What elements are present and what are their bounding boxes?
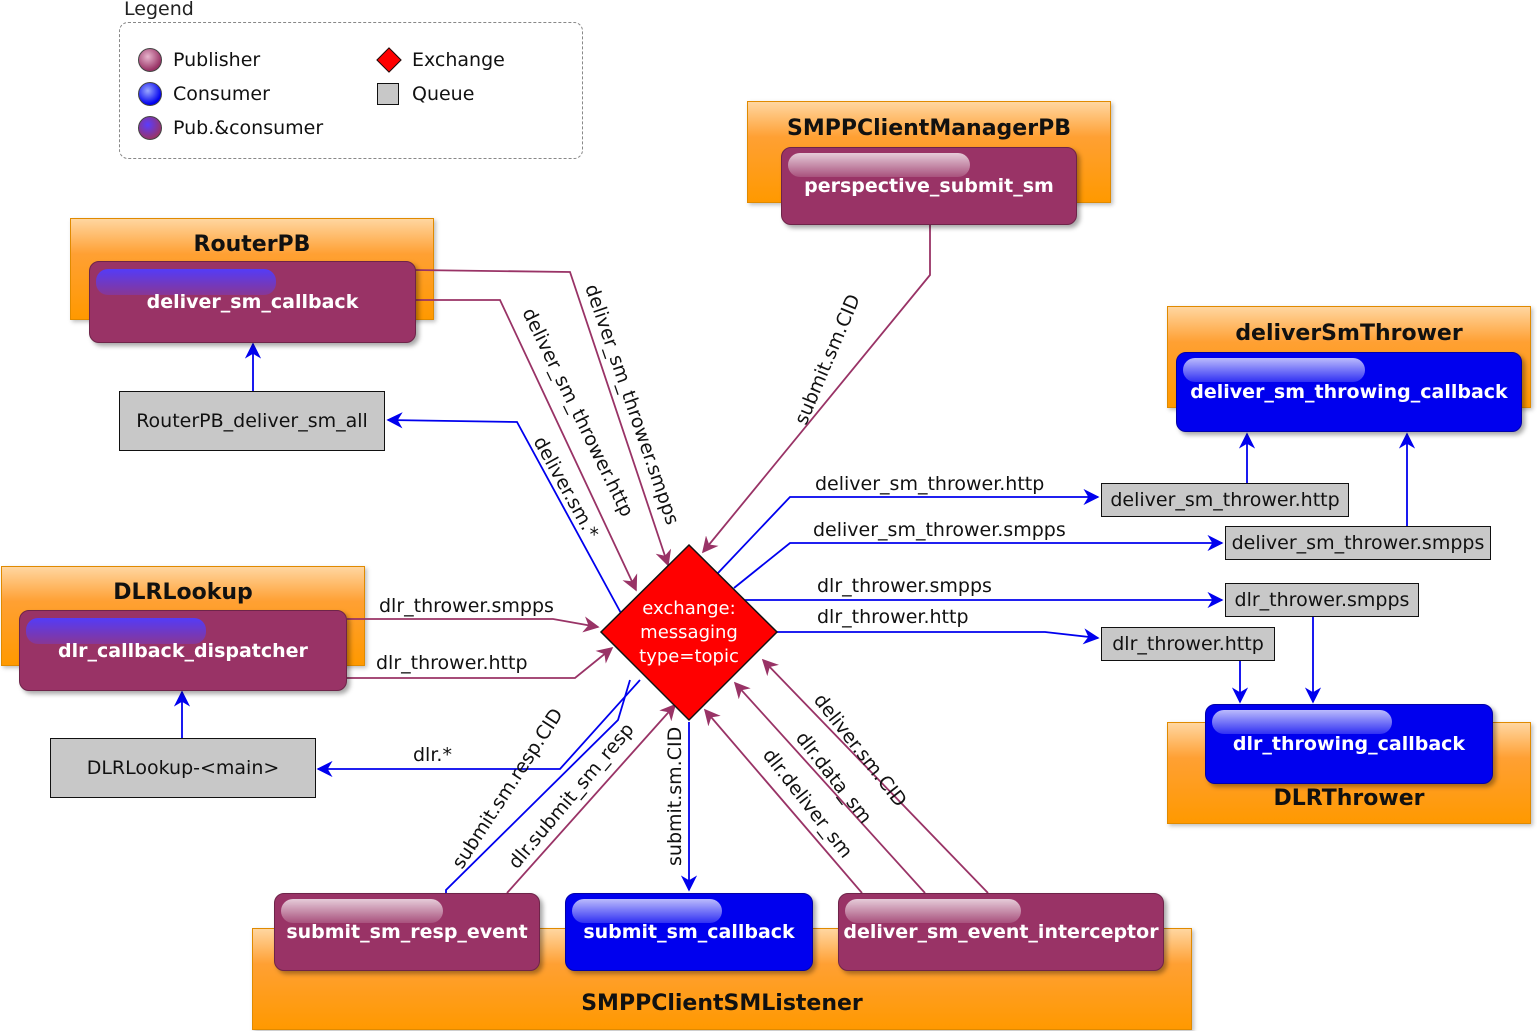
edge-dlr-thrower-smpps-left: [347, 616, 600, 633]
component-submit-sm-resp-event[interactable]: submit_sm_resp_event: [274, 893, 540, 971]
group-title: deliverSmThrower: [1235, 321, 1463, 346]
component-dlr-callback-dispatcher[interactable]: dlr_callback_dispatcher: [19, 610, 347, 691]
exchange-label-line1: exchange:: [642, 598, 736, 619]
component-label: dlr_callback_dispatcher: [58, 639, 308, 662]
edge-deliver-sm-thrower-smpps: [413, 269, 672, 567]
group-title: DLRThrower: [1273, 786, 1425, 811]
component-label: perspective_submit_sm: [804, 175, 1054, 197]
edge-submit-sm-resp-cid: [445, 679, 631, 893]
edge-label: submit.sm.CID: [790, 291, 865, 428]
edge-dlr-thrower-http-right: [770, 628, 1100, 645]
edge-label: dlr_thrower.smpps: [379, 595, 554, 617]
edge-deliver-sm-thrower-http: [414, 299, 638, 592]
component-perspective-submit-sm[interactable]: perspective_submit_sm: [781, 147, 1077, 225]
group-title: SMPPClientSMListener: [581, 991, 863, 1016]
component-dlr-throwing-callback[interactable]: dlr_throwing_callback: [1205, 704, 1493, 784]
exchange-label-line3: type=topic: [639, 646, 739, 667]
component-deliver-sm-event-interceptor[interactable]: deliver_sm_event_interceptor: [838, 893, 1164, 971]
legend-queue-label: Queue: [412, 83, 475, 105]
edge-label: dlr_thrower.smpps: [817, 575, 992, 597]
edge-label: dlr_thrower.http: [817, 606, 969, 628]
queue-router-pb-deliver-sm-all[interactable]: RouterPB_deliver_sm_all: [119, 391, 385, 451]
component-label: submit_sm_callback: [583, 921, 795, 943]
group-title: RouterPB: [193, 232, 311, 257]
edge-dlr-data-sm: [733, 681, 926, 894]
exchange-label-line2: messaging: [640, 622, 738, 643]
legend-consumer-label: Consumer: [173, 83, 270, 105]
exchange-diamond: [599, 543, 779, 722]
legend: [119, 22, 583, 159]
component-label: deliver_sm_event_interceptor: [843, 921, 1159, 943]
legend-exchange-label: Exchange: [412, 49, 505, 71]
queue-deliver-sm-thrower-smpps[interactable]: deliver_sm_thrower.smpps: [1225, 526, 1491, 560]
legend-consumer-swatch: [138, 82, 162, 106]
component-label: deliver_sm_callback: [146, 291, 359, 313]
queue-dlr-thrower-http[interactable]: dlr_thrower.http: [1101, 627, 1275, 661]
edge-label: deliver_sm_thrower.smpps: [813, 519, 1066, 541]
group-title: SMPPClientManagerPB: [787, 116, 1071, 141]
exchange-label: exchange: messaging type=topic: [614, 597, 764, 669]
edge-deliver-sm-cid: [761, 658, 989, 894]
edge-dlr-submit-sm-resp: [506, 703, 677, 894]
legend-publisher-label: Publisher: [173, 49, 261, 71]
edge-deliver-sm-thrower-smpps-right: [733, 534, 1224, 589]
legend-pubconsumer-label: Pub.&consumer: [173, 117, 324, 139]
queue-dlr-thrower-smpps[interactable]: dlr_thrower.smpps: [1225, 583, 1419, 617]
edge-submit-sm-cid-top: [701, 225, 931, 554]
legend-title: Legend: [124, 0, 194, 20]
component-submit-sm-callback[interactable]: submit_sm_callback: [565, 893, 813, 971]
legend-queue-swatch: [377, 83, 399, 105]
legend-pubconsumer-swatch: [138, 116, 162, 140]
legend-publisher-swatch: [138, 48, 162, 72]
component-label: deliver_sm_throwing_callback: [1190, 381, 1508, 403]
edge-dlr-star: [316, 679, 641, 778]
queue-dlr-lookup-main[interactable]: DLRLookup-<main>: [50, 738, 316, 798]
edge-label: dlr_thrower.http: [376, 652, 528, 674]
edge-label: deliver_sm_thrower.smpps: [580, 281, 683, 527]
queue-deliver-sm-thrower-http[interactable]: deliver_sm_thrower.http: [1101, 483, 1349, 517]
component-label: submit_sm_resp_event: [286, 921, 528, 943]
edge-dlr-deliver-sm: [703, 708, 863, 894]
edge-label: submit.sm.CID: [664, 727, 686, 866]
group-title: DLRLookup: [113, 580, 253, 605]
component-deliver-sm-throwing-callback[interactable]: deliver_sm_throwing_callback: [1176, 352, 1522, 432]
component-deliver-sm-callback[interactable]: deliver_sm_callback: [89, 261, 416, 343]
edge-deliver-sm-star: [386, 412, 623, 616]
edge-label: dlr.*: [413, 744, 452, 766]
edge-dlr-thrower-http-left: [347, 646, 614, 679]
edge-label: deliver_sm_thrower.http: [815, 473, 1044, 495]
edge-deliver-sm-thrower-http-right: [717, 488, 1100, 574]
component-label: dlr_throwing_callback: [1232, 733, 1466, 755]
